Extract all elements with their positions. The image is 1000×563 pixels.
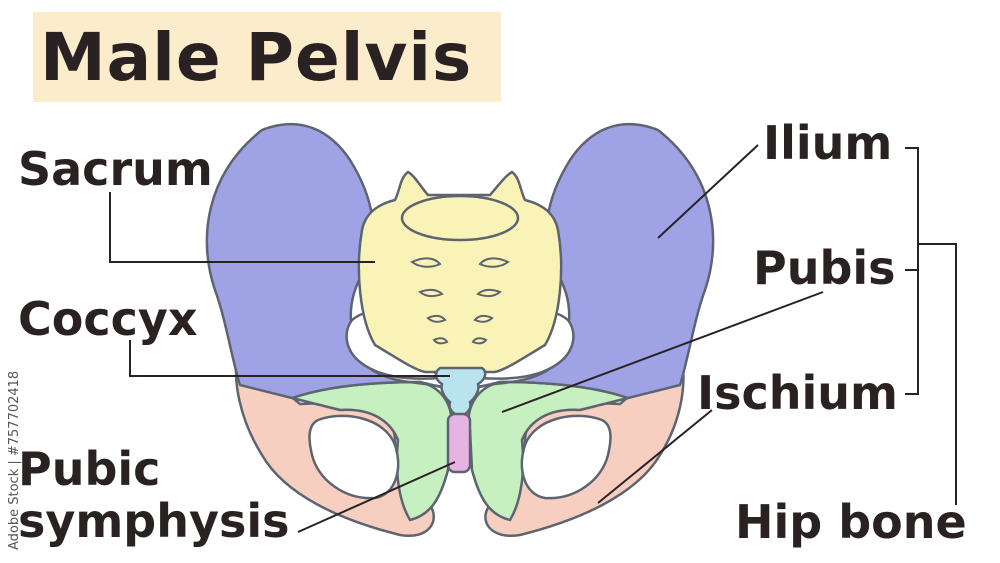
leader-coccyx	[129, 340, 450, 377]
foramen-l2	[418, 288, 444, 298]
pubic-symphysis-region	[446, 412, 472, 474]
label-pubic-symphysis-line1: Pubic	[18, 442, 161, 496]
foramen-l1	[410, 257, 442, 268]
leader-pubis	[501, 291, 824, 413]
watermark: Adobe Stock | #757702418	[2, 330, 24, 555]
label-sacrum: Sacrum	[18, 142, 213, 196]
obturator-foramen-right	[520, 414, 612, 500]
label-pubic-symphysis-line2: symphysis	[18, 494, 290, 548]
leader-ischium	[597, 409, 713, 504]
diagram-title: Male Pelvis	[40, 19, 473, 96]
label-hip-bone: Hip bone	[735, 495, 967, 549]
foramen-r1	[478, 257, 510, 268]
ilium-right-region	[473, 122, 715, 400]
leader-ilium	[657, 144, 759, 239]
label-ischium: Ischium	[697, 366, 898, 420]
foramen-l3	[426, 314, 447, 323]
foramen-r2	[476, 288, 502, 298]
bracket-hip-bone-leader	[918, 243, 957, 505]
foramen-r3	[473, 314, 494, 323]
label-ilium: Ilium	[763, 116, 893, 170]
title-highlight	[33, 12, 501, 102]
label-coccyx: Coccyx	[18, 292, 198, 346]
leader-pubic-symphysis	[297, 461, 456, 533]
sacrum-top-plateau	[400, 194, 520, 242]
leader-sacrum	[109, 192, 375, 263]
leader-lines	[109, 144, 957, 533]
sacral-foramina	[410, 257, 510, 345]
foramen-l4	[432, 337, 449, 345]
foramen-r4	[471, 337, 488, 345]
watermark-text: Adobe Stock | #757702418	[7, 370, 22, 550]
label-pubis: Pubis	[753, 241, 896, 295]
